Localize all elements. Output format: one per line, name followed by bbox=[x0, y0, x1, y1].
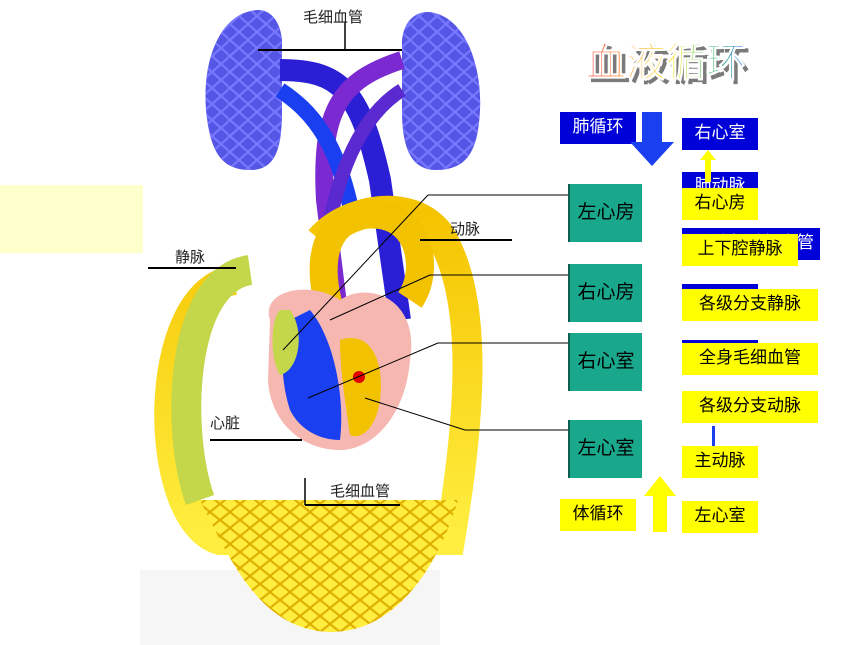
chamber-left-atrium: 左心房 bbox=[568, 184, 642, 242]
systemic-label: 体循环 bbox=[560, 499, 636, 531]
vein-label: 静脉 bbox=[175, 248, 206, 266]
artery-label: 动脉 bbox=[450, 220, 481, 238]
up-arrow-icon bbox=[644, 476, 676, 532]
pulmonary-label: 肺循环 bbox=[560, 112, 636, 144]
vein-loop bbox=[171, 255, 254, 506]
heart-marker bbox=[353, 371, 365, 383]
chamber-right-ventricle: 右心室 bbox=[568, 333, 642, 391]
systemic-step-5: 各级分支动脉 bbox=[682, 391, 818, 423]
title-wordart: 血液循环 血液循环 bbox=[586, 40, 751, 91]
capillary-bottom-label: 毛细血管 bbox=[330, 482, 391, 500]
title-shadow: 血液循环 bbox=[590, 44, 750, 90]
page-title: 血液循环 bbox=[586, 40, 746, 86]
chamber-left-ventricle: 左心室 bbox=[568, 420, 642, 478]
note-area bbox=[0, 185, 143, 253]
pulmonary-start: 右心室 bbox=[682, 118, 758, 150]
systemic-step-3: 各级分支静脉 bbox=[682, 289, 818, 321]
capillary-top-label: 毛细血管 bbox=[303, 8, 364, 26]
down-arrow-icon bbox=[630, 112, 674, 166]
heart-label: 心脏 bbox=[210, 414, 241, 432]
systemic-step-7: 左心室 bbox=[682, 501, 758, 533]
systemic-step-4: 全身毛细血管 bbox=[682, 343, 818, 375]
chamber-right-atrium: 右心房 bbox=[568, 264, 642, 322]
systemic-step-1: 右心房 bbox=[682, 188, 758, 220]
systemic-step-6: 主动脉 bbox=[682, 446, 758, 478]
systemic-step-2: 上下腔静脉 bbox=[682, 234, 798, 266]
small-up-arrow-icon bbox=[700, 150, 716, 182]
circulation-diagram bbox=[140, 10, 568, 645]
